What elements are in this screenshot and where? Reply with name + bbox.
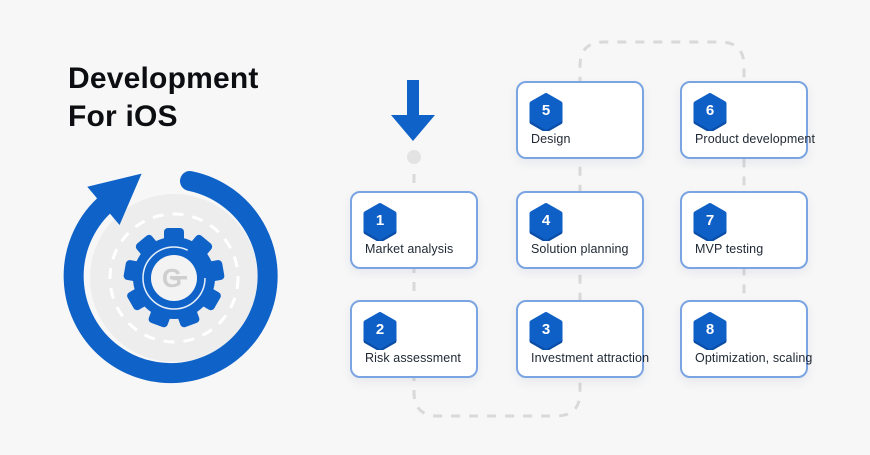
step-number: 8 — [705, 320, 715, 338]
step-label: Investment attraction — [531, 351, 650, 365]
step-card-investment-attraction: 3 Investment attraction — [516, 300, 649, 378]
step-number: 1 — [375, 211, 385, 229]
step-label: Optimization, scaling — [695, 351, 813, 365]
step-label: Design — [531, 132, 571, 146]
step-number: 7 — [705, 211, 715, 229]
step-card-risk-assessment: 2 Risk assessment — [350, 300, 478, 378]
step-number: 2 — [375, 320, 385, 338]
hexagon-badge-icon: 4 — [529, 201, 563, 241]
hexagon-badge-icon: 5 — [529, 91, 563, 131]
hexagon-badge-icon: 2 — [363, 310, 397, 350]
step-card-market-analysis: 1 Market analysis — [350, 191, 478, 269]
step-number: 6 — [705, 101, 715, 119]
hexagon-badge-icon: 7 — [693, 201, 727, 241]
step-number: 5 — [541, 101, 551, 119]
page-title-line-1: Development — [68, 62, 259, 95]
step-label: Risk assessment — [365, 351, 461, 365]
step-card-design: 5 Design — [516, 81, 644, 159]
hexagon-badge-icon: 6 — [693, 91, 727, 131]
dashed-circle — [108, 212, 240, 344]
step-label: Market analysis — [365, 242, 454, 256]
page-title-line-2: For iOS — [68, 100, 178, 133]
step-label: Product development — [695, 132, 816, 146]
logo-crossbar — [170, 276, 187, 280]
step-number: 3 — [541, 320, 551, 338]
page-title: Development For iOS — [68, 60, 259, 136]
step-label: Solution planning — [531, 242, 629, 256]
flow-start-dot — [407, 150, 421, 164]
hexagon-badge-icon: 3 — [529, 310, 563, 350]
step-label: MVP testing — [695, 242, 764, 256]
hexagon-badge-icon: 8 — [693, 310, 727, 350]
step-card-product-development: 6 Product development — [680, 81, 815, 159]
step-card-solution-planning: 4 Solution planning — [516, 191, 644, 269]
circular-refresh-arrow-icon — [63, 171, 278, 384]
down-arrow-icon — [391, 80, 435, 141]
gear-icon: G — [123, 228, 225, 328]
step-card-mvp-testing: 7 MVP testing — [680, 191, 808, 269]
refresh-gear-graphic: G — [63, 171, 278, 384]
step-card-optimization-scaling: 8 Optimization, scaling — [680, 300, 812, 378]
step-number: 4 — [541, 211, 551, 229]
hexagon-badge-icon: 1 — [363, 201, 397, 241]
thin-spiral-line — [142, 246, 206, 310]
